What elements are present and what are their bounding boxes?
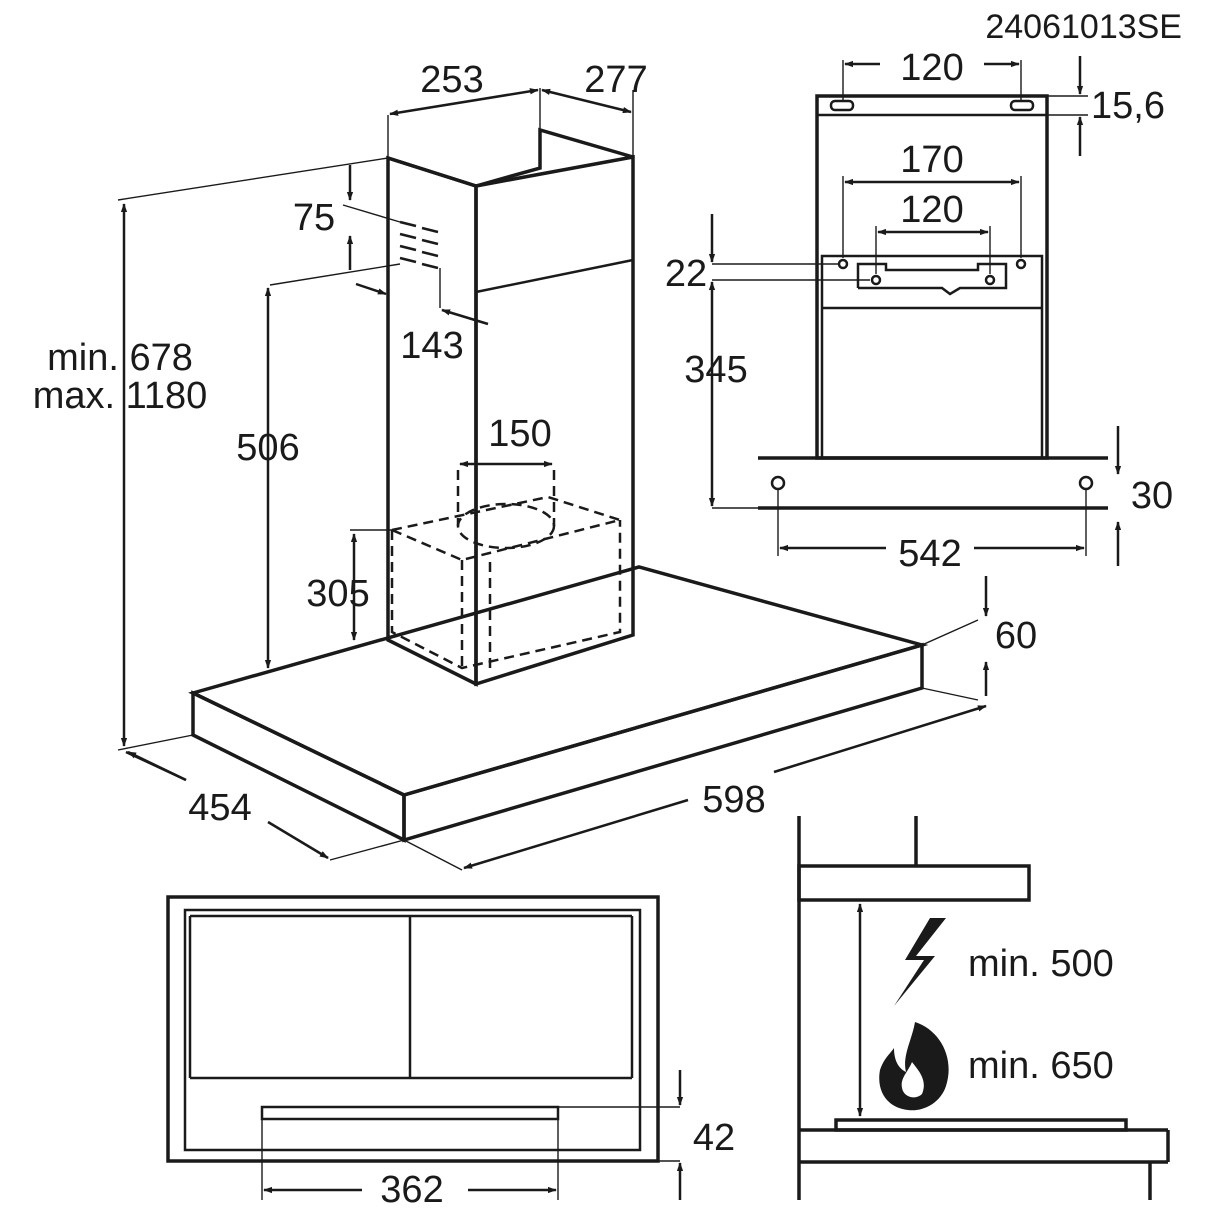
label-bottom-offset: 30	[1131, 475, 1173, 517]
flame-icon	[879, 1022, 949, 1111]
bottom-view: 362 42	[166, 895, 735, 1211]
label-gas-clearance: min. 650	[968, 1045, 1114, 1087]
main-view: 253 277 75 143 min. 678 max. 1180 506 15…	[33, 59, 1037, 871]
label-outlet-diameter: 150	[488, 413, 551, 455]
vent-slots	[399, 220, 439, 270]
label-height-min: min. 678	[47, 337, 193, 379]
label-top-offset: 15,6	[1091, 85, 1165, 127]
bracket-extension-lines	[712, 60, 1088, 556]
label-chimney-depth: 277	[584, 59, 647, 101]
lightning-bolt-icon	[894, 918, 946, 1006]
label-filter-width: 362	[380, 1169, 443, 1211]
label-height-max: max. 1180	[33, 375, 208, 417]
label-bottom-hole-spacing: 542	[898, 533, 961, 575]
extension-lines	[117, 88, 979, 871]
clearance-view: min. 500 min. 650	[797, 816, 1170, 1200]
bracket-dimension-arrows	[708, 56, 1122, 566]
label-width: 598	[702, 779, 765, 821]
label-bracket-height: 345	[684, 349, 747, 391]
label-vent-top: 75	[293, 197, 335, 239]
label-top-hole-spacing: 120	[900, 47, 963, 89]
label-canopy-thickness: 60	[995, 615, 1037, 657]
label-depth: 454	[188, 787, 251, 829]
label-motor-height: 305	[306, 573, 369, 615]
label-vent-offset: 143	[400, 325, 463, 367]
label-bracket-outer: 170	[900, 139, 963, 181]
motor-box-hidden	[387, 470, 625, 670]
label-bracket-inner: 120	[900, 189, 963, 231]
label-chimney-height: 506	[236, 427, 299, 469]
canopy	[188, 565, 929, 843]
label-bracket-offset: 22	[665, 253, 707, 295]
drawing-code: 24061013SE	[985, 8, 1182, 46]
bracket-view: 120 15,6 170 120 22 345 30 542	[665, 47, 1173, 575]
label-front-offset: 42	[693, 1117, 735, 1159]
label-electric-clearance: min. 500	[968, 943, 1114, 985]
dimension-arrows	[120, 88, 990, 870]
label-chimney-width: 253	[420, 59, 483, 101]
chimney	[386, 127, 635, 687]
